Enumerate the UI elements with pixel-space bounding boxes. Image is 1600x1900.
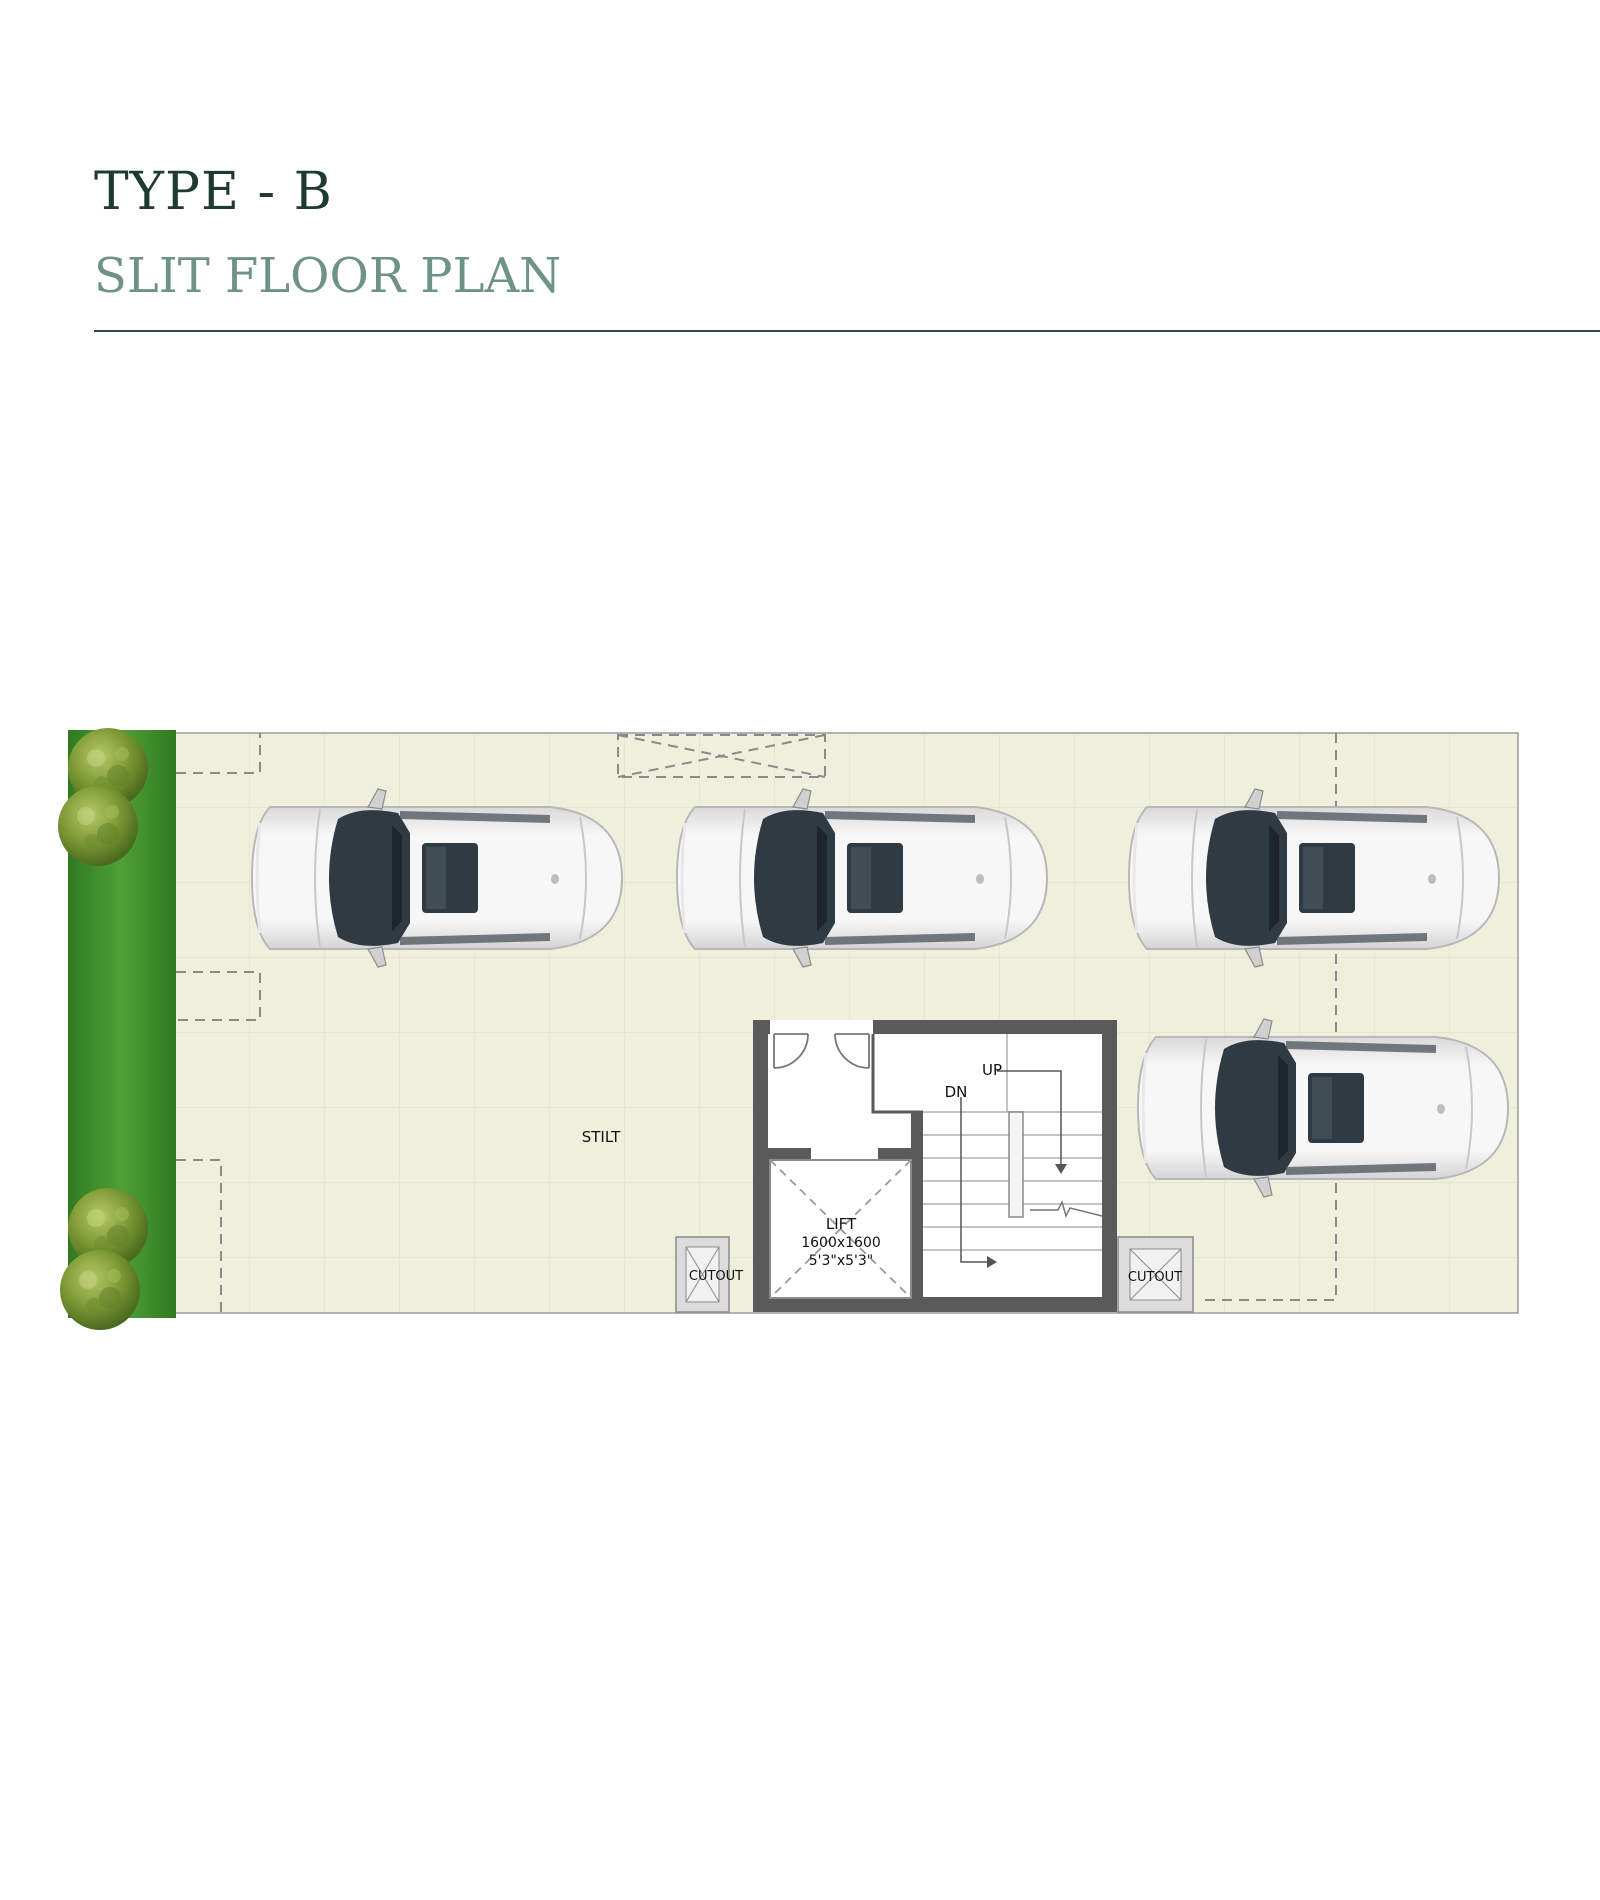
door-swing-icon <box>773 1033 870 1069</box>
page-subtitle-plan: SLIT FLOOR PLAN <box>94 248 562 304</box>
car-icon <box>1136 1017 1510 1199</box>
cutout-left-label: CUTOUT <box>689 1269 743 1284</box>
lift-size-mm-label: 1600x1600 <box>801 1235 881 1251</box>
cutout-right-label: CUTOUT <box>1128 1270 1182 1285</box>
car-icon <box>1127 787 1501 969</box>
car-icon <box>250 787 624 969</box>
stilt-label: STILT <box>582 1128 621 1146</box>
lift-size-ft-label: 5'3"x5'3" <box>809 1253 874 1269</box>
stairs-up-label: UP <box>982 1061 1002 1079</box>
stairs-down-label: DN <box>945 1083 968 1101</box>
lift-name-label: LIFT <box>826 1215 857 1233</box>
car-icon <box>675 787 1049 969</box>
cutout-left <box>675 1236 730 1313</box>
page-title-type: TYPE - B <box>94 162 333 222</box>
header-divider <box>94 330 1600 332</box>
stair-arrow-icon <box>997 1070 1062 1170</box>
service-core <box>753 1020 1117 1312</box>
cutout-right <box>1117 1236 1194 1313</box>
